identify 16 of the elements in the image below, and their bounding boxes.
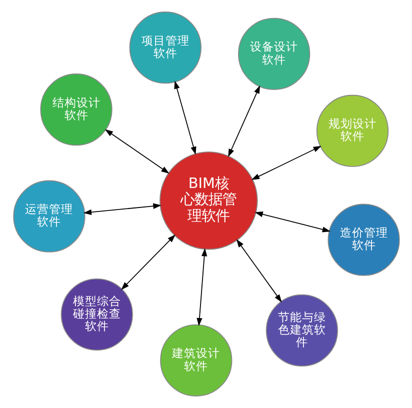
node-circle: 设备设计软件	[238, 18, 310, 90]
node-circle: 运营管理软件	[12, 180, 85, 252]
arrow	[104, 129, 169, 174]
node-circle: 造价管理软件	[327, 204, 400, 276]
arrow	[174, 80, 196, 155]
node-circle: 模型综合碰撞检查软件	[60, 278, 132, 351]
node-circle: 建筑设计软件	[160, 324, 232, 396]
arrow	[82, 203, 161, 216]
node-circle: 规划设计软件	[316, 94, 388, 167]
arrow	[120, 234, 175, 290]
arrow	[196, 248, 207, 326]
arrow	[254, 212, 330, 232]
arrow	[236, 239, 282, 302]
arrow	[250, 146, 321, 180]
node-circle: 项目管理软件	[128, 12, 201, 84]
arrow	[228, 85, 260, 158]
